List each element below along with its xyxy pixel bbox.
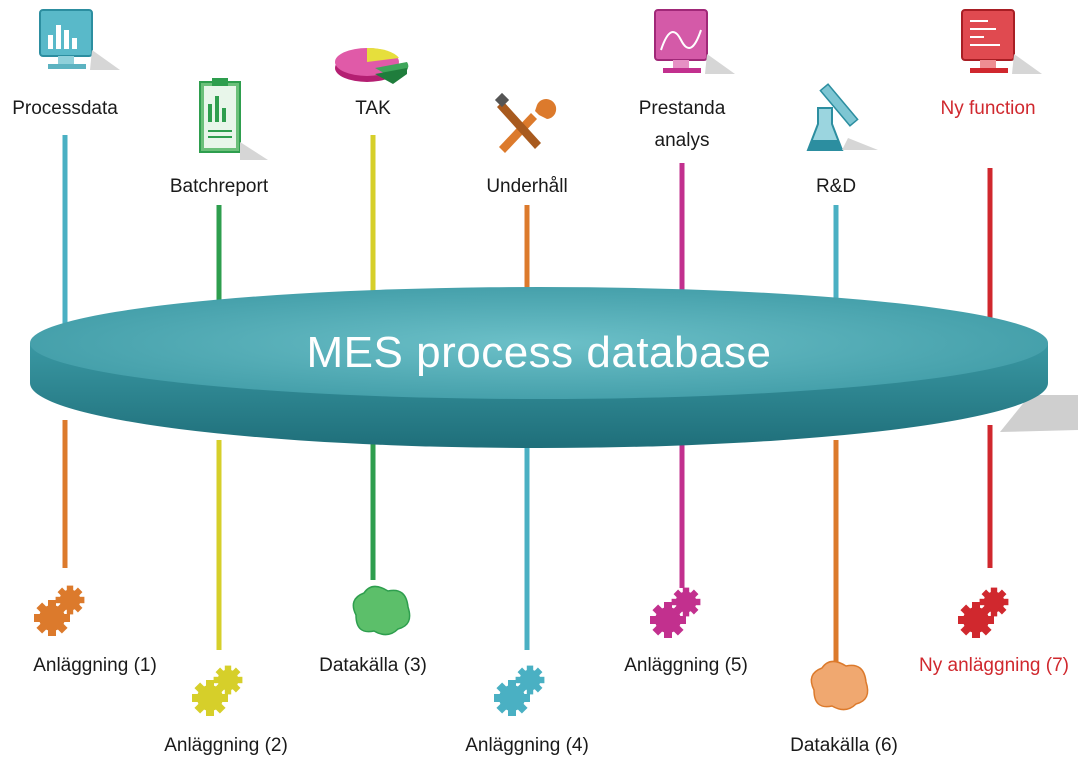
pie-chart-icon (335, 47, 409, 84)
database-title: MES process database (306, 328, 772, 377)
gears-icon (494, 665, 545, 716)
label-anlaggning-4: Anläggning (4) (465, 735, 589, 756)
monitor-bar-chart-icon (39, 9, 120, 70)
label-anlaggning-2: Anläggning (2) (164, 735, 288, 756)
label-ny-anlaggning-7: Ny anläggning (7) (919, 655, 1069, 676)
lower-connectors (62, 420, 993, 668)
gears-icon (958, 587, 1009, 638)
cloud-icon (810, 660, 869, 711)
database-shadow (1000, 395, 1078, 432)
label-tak: TAK (355, 98, 391, 119)
label-underhall: Underhåll (486, 176, 568, 197)
label-datakalla-3: Datakälla (3) (319, 655, 427, 676)
database-disk (30, 287, 1078, 448)
gears-icon (650, 587, 701, 638)
label-prestanda-line2: analys (654, 130, 710, 151)
lab-flask-icon (806, 83, 878, 151)
label-batchreport: Batchreport (169, 176, 269, 197)
monitor-red-icon (961, 9, 1042, 74)
label-prestanda-line1: Prestanda (638, 98, 726, 119)
label-ny-function: Ny function (940, 98, 1036, 119)
label-processdata: Processdata (12, 98, 118, 119)
label-anlaggning-5: Anläggning (5) (624, 655, 748, 676)
upper-connectors (62, 135, 993, 335)
label-rnd: R&D (815, 176, 857, 197)
label-datakalla-6: Datakälla (6) (790, 735, 898, 756)
cloud-icon (352, 585, 411, 636)
gears-icon (192, 665, 243, 716)
database-top (30, 287, 1048, 399)
gears-icon (34, 585, 85, 636)
monitor-curve-icon (654, 9, 735, 74)
wrench-screwdriver-icon (494, 92, 557, 153)
label-anlaggning-1: Anläggning (1) (33, 655, 157, 676)
clipboard-report-icon (199, 78, 268, 160)
